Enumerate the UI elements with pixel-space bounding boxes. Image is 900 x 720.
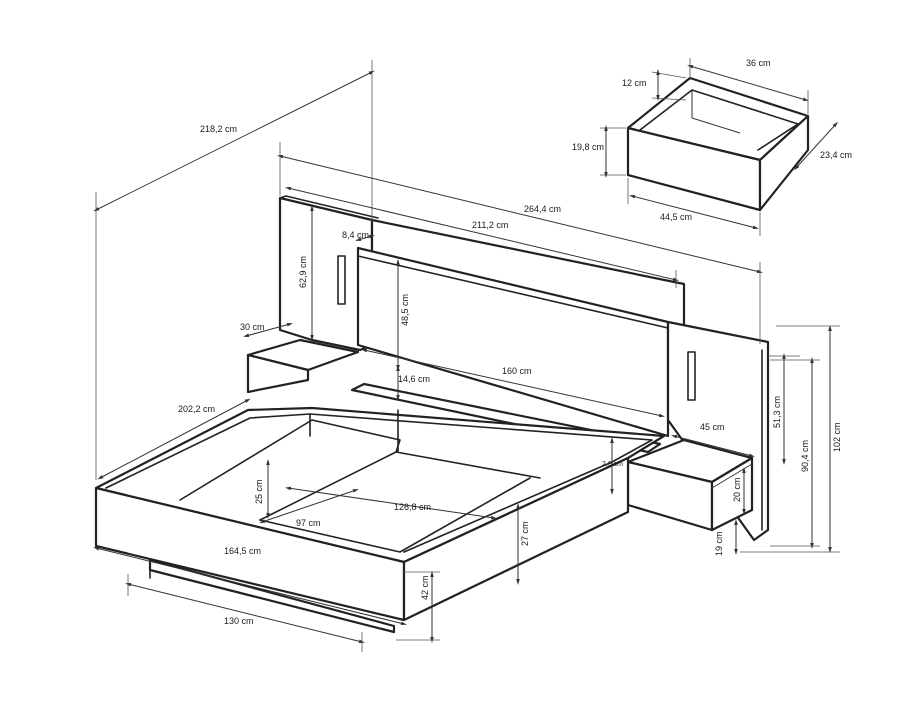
label-headboard-offset: 8,4 cm [342, 230, 369, 240]
label-overall-depth: 218,2 cm [200, 124, 237, 134]
label-headboard-width: 211,2 cm [472, 220, 508, 230]
label-drawer-width: 36 cm [746, 58, 771, 68]
label-left-shelf-depth: 30 cm [240, 322, 265, 332]
label-nightstand-width: 45 cm [700, 422, 725, 432]
label-shelf-gap: 14,6 cm [398, 374, 430, 384]
label-slat-height: 25 cm [254, 479, 264, 504]
label-headboard-panel-height: 62,9 cm [298, 256, 308, 288]
label-frame-width: 164,5 cm [224, 546, 261, 556]
bed-drawing [93, 60, 840, 652]
label-inner-length: 126,8 cm [394, 502, 431, 512]
label-base-width: 130 cm [224, 616, 254, 626]
label-panel-height: 51,3 cm [772, 396, 782, 428]
label-headboard-inner-height: 48,5 cm [400, 294, 410, 326]
label-frame-height: 27 cm [520, 521, 530, 546]
label-drawer-front-width: 44,5 cm [660, 212, 692, 222]
label-total-height: 102 cm [832, 422, 842, 452]
label-drawer-front: 19,8 cm [572, 142, 604, 152]
label-drawer-side-height: 12 cm [622, 78, 647, 88]
label-shelf-thickness: 2,6 cm [602, 461, 623, 468]
label-overall-width: 264,4 cm [524, 204, 561, 214]
label-drawer-depth: 23,4 cm [820, 150, 852, 160]
label-right-panel-height: 90,4 cm [800, 440, 810, 472]
label-drawer-front-height: 20 cm [732, 477, 742, 502]
label-inner-width: 97 cm [296, 518, 321, 528]
label-frame-length: 202,2 cm [178, 404, 215, 414]
label-nightstand-clearance: 19 cm [714, 531, 724, 556]
label-bed-height: 42 cm [420, 575, 430, 600]
label-headboard-inner-width: 160 cm [502, 366, 532, 376]
